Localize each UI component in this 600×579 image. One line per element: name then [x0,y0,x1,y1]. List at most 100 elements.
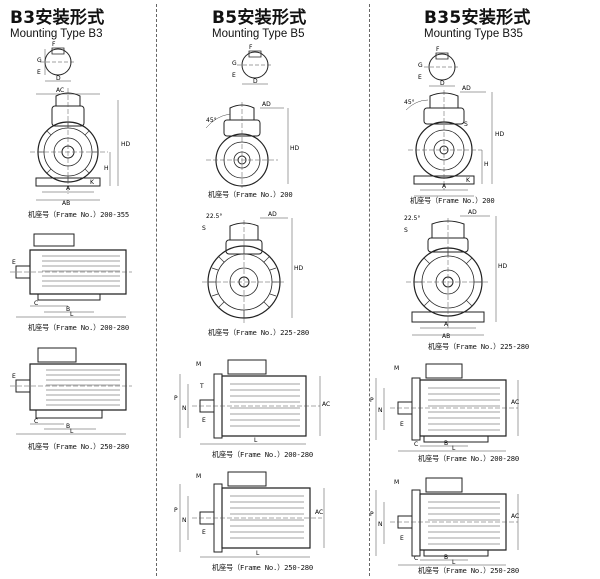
b3-label-f: F [52,41,56,48]
b35-caption-1: 机座号（Frame No.）200 [410,196,495,205]
b5-label-ad-2: AD [268,211,277,218]
b3-label-c-side-1: C [34,300,38,307]
b5-label-hd-1: HD [290,145,300,152]
b5-caption-3: 机座号（Frame No.）200-280 [212,450,313,459]
b3-label-k: K [90,179,95,186]
b3-end-view-drawing: AC HD H K A AB [22,87,131,207]
b3-label-b-side-1: B [66,306,70,313]
b3-label-l-side-1: L [70,311,74,318]
b35-label-d: D [440,80,445,87]
b5-label-l-1: L [254,437,258,444]
b35-label-p-2: P [370,511,374,518]
b5-end-view-drawing-2: 22.5° S AD HD [202,211,304,328]
b5-label-e-side-b5-1: E [202,417,206,424]
b35-shaft-section-drawing: F G E D [418,46,470,87]
b5-shaft-section-drawing: F G E D [232,44,282,85]
b35-label-l-1: L [452,445,456,452]
b5-label-p-2: P [174,507,178,514]
b5-label-hd-2: HD [294,265,304,272]
b35-label-hd-2: HD [498,263,508,270]
b3-label-d: D [56,75,61,82]
b35-title: B35安装形式 [424,8,531,28]
b35-label-k-1: K [466,177,471,184]
b3-title: B3安装形式 [10,8,105,28]
b35-label-c-1: C [414,441,418,448]
b5-label-ac-1: AC [322,401,330,408]
b5-side-view-drawing-1: P N M T E AC L [174,356,330,448]
b5-label-m-1: M [196,361,201,368]
b3-label-e-side-1: E [12,259,16,266]
b5-label-d: D [253,78,258,85]
b5-label-m-2: M [196,473,201,480]
b35-label-s-2: S [404,227,408,234]
b3-caption-1: 机座号（Frame No.）200-355 [28,210,129,219]
b5-subtitle: Mounting Type B5 [212,28,305,40]
b35-caption-2: 机座号（Frame No.）225-280 [428,342,529,351]
b35-label-a-1: A [442,183,447,190]
b5-end-view-drawing-1: 45° AD HD [200,101,300,190]
b3-label-g: G [37,57,42,64]
b35-label-c-2: C [414,555,418,562]
b3-label-c-side-2: C [34,418,38,425]
b3-label-b-side-2: B [66,423,70,430]
b35-subtitle: Mounting Type B35 [424,28,523,40]
b35-label-n-1: N [378,407,383,414]
b35-label-m-1: M [394,365,399,372]
b35-side-view-drawing-2: P N M E C B AC L [370,474,519,566]
b5-label-t-1: T [199,383,204,390]
b35-caption-4: 机座号（Frame No.）250-280 [418,566,519,575]
b5-label-e-side-b5-2: E [202,529,206,536]
b5-title: B5安装形式 [212,8,307,28]
b35-label-a-2: A [444,321,449,328]
b5-label-l-2: L [256,550,260,557]
b35-label-b-2: B [444,554,448,561]
b35-label-45: 45° [404,99,415,106]
b5-label-n-2: N [182,517,187,524]
b5-caption-4: 机座号（Frame No.）250-280 [212,563,313,572]
b5-label-ac-2: AC [315,509,323,516]
b3-label-h: H [104,165,109,172]
b5-label-e: E [232,72,236,79]
b35-heading: B35安装形式 Mounting Type B35 [424,8,531,41]
b35-label-ab-2: AB [442,333,450,340]
b3-side-view-drawing-1: E C B L [8,228,136,318]
b3-label-a: A [66,185,71,192]
b5-heading: B5安装形式 Mounting Type B5 [212,8,307,41]
b3-subtitle: Mounting Type B3 [10,28,103,40]
b3-shaft-section-drawing: F G E D [37,41,88,82]
b35-caption-3: 机座号（Frame No.）200-280 [418,454,519,463]
b35-label-ac-1: AC [511,399,519,406]
column-divider-2 [369,4,370,576]
b5-label-45-1: 45° [206,117,217,124]
b35-side-view-drawing-1: P N M E C B AC L [370,360,519,452]
b35-label-g: G [418,62,423,69]
b35-label-hd-1: HD [495,131,505,138]
b35-label-e-side-1: E [400,421,404,428]
column-divider-1 [156,4,157,576]
b5-caption-1: 机座号（Frame No.）200 [208,190,293,199]
b3-label-ac: AC [56,87,64,94]
b5-label-ad-1: AD [262,101,271,108]
b5-label-n-1: N [182,405,187,412]
b35-end-view-drawing-1: 45° AD S HD H K A [404,85,505,198]
b35-label-h-1: H [484,161,489,168]
b35-label-m-2: M [394,479,399,486]
b35-label-s-1: S [464,121,468,128]
b3-label-l-side-2: L [70,428,74,435]
b35-label-l-2: L [452,559,456,566]
b35-label-ad-1: AD [462,85,471,92]
b3-heading: B3安装形式 Mounting Type B3 [10,8,105,41]
b35-label-22-5: 22.5° [404,215,420,222]
b3-caption-3: 机座号（Frame No.）250-280 [28,442,129,451]
b3-label-hd: HD [121,141,131,148]
b35-label-n-2: N [378,521,383,528]
b3-label-e: E [37,69,41,76]
b5-label-f: F [249,44,253,51]
b35-end-view-drawing-2: 22.5° S AD HD A AB [404,209,508,340]
b5-side-view-drawing-2: P N M E AC L [174,468,330,560]
b5-caption-2: 机座号（Frame No.）225-280 [208,328,309,337]
b35-label-p-1: P [370,397,374,404]
b35-label-e: E [418,74,422,81]
b35-label-ac-2: AC [511,513,519,520]
b3-side-view-drawing-2: E C B L [8,344,136,435]
